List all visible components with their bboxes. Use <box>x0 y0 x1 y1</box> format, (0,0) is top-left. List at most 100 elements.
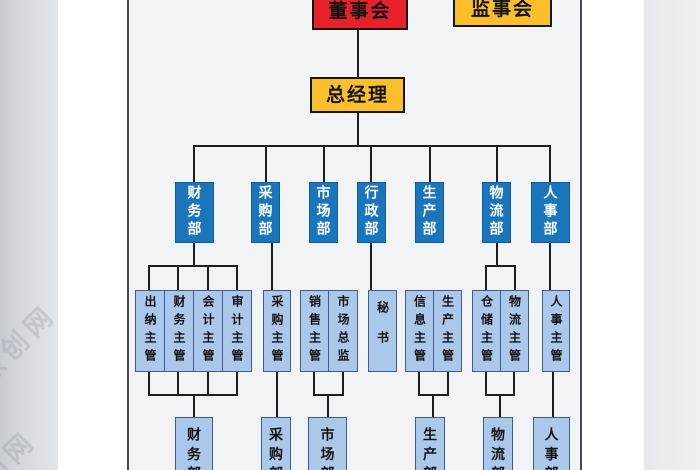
org-node-label: 物流部 <box>490 426 506 470</box>
org-node-info-supervisor: 信息主管 <box>405 290 434 372</box>
connector-line <box>148 372 150 395</box>
org-node-finance-dept: 财务部 <box>175 182 214 243</box>
connector-line <box>549 243 551 290</box>
org-node-board: 董事会 <box>312 0 408 30</box>
connector-line <box>429 146 431 182</box>
connector-line <box>193 145 551 147</box>
chart-frame-left-border <box>127 0 129 470</box>
connector-line <box>370 146 372 182</box>
connector-line <box>499 395 501 417</box>
org-node-label: 销售主管 <box>307 295 322 367</box>
connector-line <box>276 372 278 417</box>
outer-background-left <box>0 0 58 470</box>
connector-line <box>236 372 238 395</box>
org-node-accounting-supervisor: 会计主管 <box>193 290 223 372</box>
org-node-label: 总经理 <box>325 84 389 106</box>
connector-line <box>513 372 515 395</box>
connector-line <box>207 372 209 395</box>
org-node-logistics-supervisor: 物流主管 <box>500 290 529 372</box>
org-node-audit-supervisor: 审计主管 <box>222 290 252 372</box>
org-node-label: 审计主管 <box>230 295 244 367</box>
connector-line <box>177 266 179 290</box>
org-node-label: 监事会 <box>470 0 534 20</box>
connector-line <box>193 146 195 182</box>
org-node-supervisory-board: 监事会 <box>453 0 552 27</box>
connector-line <box>447 372 449 395</box>
connector-line <box>357 30 359 77</box>
connector-line <box>193 395 195 417</box>
connector-line <box>485 266 487 290</box>
org-node-logistics-dept: 物流部 <box>482 182 511 243</box>
org-node-label: 生产部 <box>422 426 438 470</box>
org-node-label: 财务主管 <box>172 295 186 367</box>
org-node-label: 出纳主管 <box>143 295 157 367</box>
org-node-label: 人事部 <box>543 426 560 470</box>
org-node-label: 信息主管 <box>412 295 427 367</box>
connector-line <box>327 395 329 417</box>
org-node-finance-supervisor: 财务主管 <box>164 290 194 372</box>
connector-line <box>432 395 434 417</box>
org-node-label: 董事会 <box>328 0 392 22</box>
org-node-label: 仓储主管 <box>479 295 494 367</box>
org-node-hr-section: 人事部 <box>533 417 570 470</box>
connector-line <box>148 266 150 290</box>
connector-line <box>236 266 238 290</box>
connector-line <box>514 266 516 290</box>
org-node-logistics-section: 物流部 <box>483 417 513 470</box>
org-node-marketing-director: 市场总监 <box>328 290 358 372</box>
org-node-label: 采购部 <box>257 185 274 240</box>
org-node-marketing-dept: 市场部 <box>309 182 338 243</box>
connector-line <box>418 372 420 395</box>
connector-line <box>342 372 344 395</box>
connector-line <box>207 266 209 290</box>
org-node-label: 财务部 <box>186 426 202 470</box>
org-node-label: 生产主管 <box>440 295 455 367</box>
connector-line <box>496 146 498 182</box>
org-node-label: 财务部 <box>186 185 203 240</box>
org-node-finance-section: 财务部 <box>175 417 213 470</box>
org-node-cashier-supervisor: 出纳主管 <box>135 290 165 372</box>
org-node-production-dept: 生产部 <box>415 182 444 243</box>
org-node-label: 市场部 <box>319 426 336 470</box>
connector-line <box>177 372 179 395</box>
connector-line <box>485 372 487 395</box>
connector-line <box>549 146 551 182</box>
org-node-purchasing-supervisor: 采购主管 <box>263 290 291 372</box>
org-node-secretary: 秘书 <box>368 290 397 372</box>
org-node-production-section: 生产部 <box>415 417 445 470</box>
connector-line <box>323 146 325 182</box>
outer-background-right <box>644 0 700 470</box>
org-node-admin-dept: 行政部 <box>357 182 386 243</box>
org-node-label: 人事主管 <box>549 295 563 367</box>
org-node-purchasing-section: 采购部 <box>261 417 291 470</box>
chart-frame-right-border <box>580 0 582 470</box>
org-node-label: 会计主管 <box>201 295 215 367</box>
org-node-label: 物流部 <box>488 185 505 240</box>
connector-line <box>313 372 315 395</box>
org-node-label: 采购部 <box>268 426 284 470</box>
connector-line <box>496 243 498 266</box>
org-node-label: 物流主管 <box>507 295 522 367</box>
connector-line <box>265 146 267 182</box>
org-node-label: 市场总监 <box>336 295 350 367</box>
org-node-marketing-section: 市场部 <box>308 417 347 470</box>
connector-line <box>271 243 273 290</box>
org-node-sales-supervisor: 销售主管 <box>300 290 329 372</box>
org-node-label: 采购主管 <box>270 295 284 367</box>
connector-line <box>552 372 554 417</box>
connector-line <box>357 113 359 146</box>
connector-line <box>485 265 516 267</box>
connector-line <box>148 265 238 267</box>
org-node-label: 市场部 <box>315 185 332 240</box>
org-node-warehouse-supervisor: 仓储主管 <box>472 290 501 372</box>
org-node-hr-supervisor: 人事主管 <box>542 290 570 372</box>
org-node-label: 人事部 <box>542 185 559 240</box>
org-node-label: 秘书 <box>375 301 390 361</box>
connector-line <box>370 243 372 290</box>
org-node-production-supervisor: 生产主管 <box>433 290 462 372</box>
org-node-hr-dept: 人事部 <box>531 182 570 243</box>
org-node-purchasing-dept: 采购部 <box>251 182 280 243</box>
connector-line <box>193 243 195 266</box>
